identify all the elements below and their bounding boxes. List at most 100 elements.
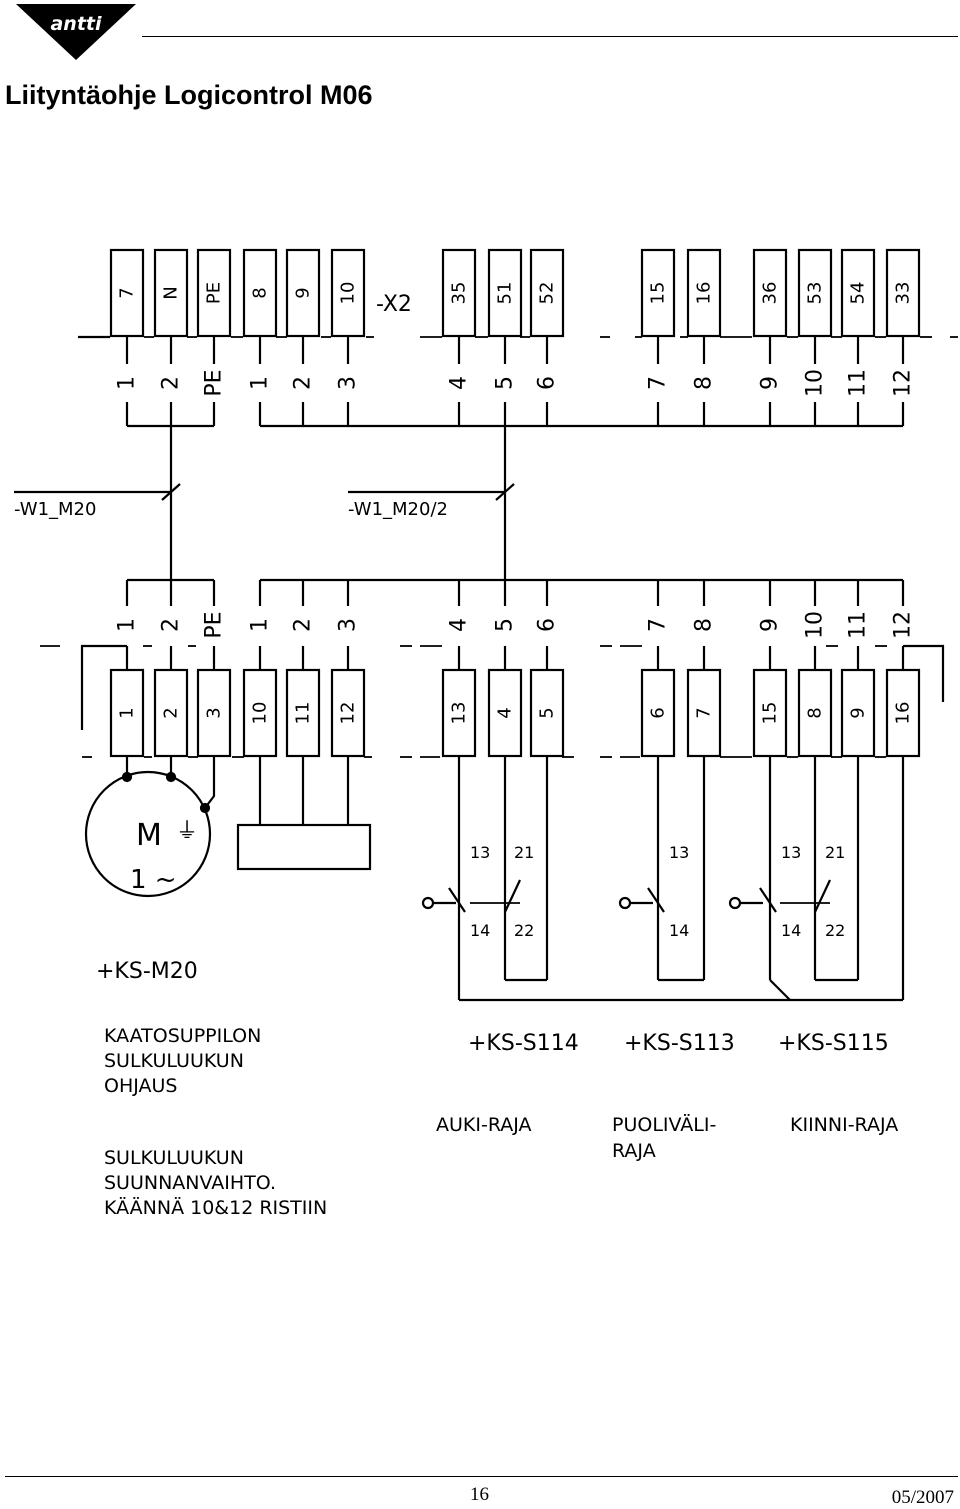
top-pin-label: 3 — [336, 376, 361, 390]
bottom-terminal-label: 8 — [805, 707, 826, 718]
top-terminal-label: 8 — [250, 287, 271, 298]
bottom-terminal-label: 10 — [250, 702, 271, 725]
top-terminal-label: 16 — [694, 282, 715, 305]
s114-contact-14: 14 — [470, 921, 490, 940]
motor-tag: +KS-M20 — [96, 959, 198, 984]
cable-label-w1-m20: -W1_M20 — [14, 499, 96, 520]
bottom-terminal-label: 2 — [161, 707, 182, 718]
bracket-left — [80, 644, 127, 730]
bottom-terminal-label: 6 — [648, 707, 669, 718]
bottom-pin-label: 3 — [336, 618, 361, 632]
bottom-pin-label: 10 — [803, 611, 828, 639]
top-terminal-label: 7 — [117, 287, 138, 298]
bottom-pin-label: 1 — [115, 618, 140, 632]
control-box — [236, 823, 372, 871]
top-pin-label: PE — [202, 369, 227, 396]
note-line-3: OHJAUS — [104, 1075, 177, 1097]
bracket-right — [903, 644, 945, 702]
bottom-terminal-label: 16 — [893, 702, 914, 725]
s115-contact-13: 13 — [781, 843, 801, 862]
bottom-pin-label: 4 — [447, 618, 472, 632]
top-pin-label: 1 — [248, 376, 273, 390]
motor-phase: 1 ~ — [130, 865, 177, 895]
top-terminal-label: 52 — [537, 282, 558, 305]
top-terminal-label: 10 — [338, 282, 359, 305]
motor-pe-lead — [204, 756, 216, 809]
s113-no-contact — [647, 887, 665, 913]
switch-tag-s114: +KS-S114 — [468, 1031, 579, 1056]
top-terminal-label: 15 — [648, 282, 669, 305]
top-terminal-label: 51 — [495, 282, 516, 305]
bottom-pin-label: 2 — [291, 618, 316, 632]
note-line-5: SUUNNANVAIHTO. — [104, 1172, 276, 1194]
s115-actuator — [728, 896, 742, 910]
s114-contact-21: 21 — [514, 843, 534, 862]
s113-actuator — [618, 896, 632, 910]
caption-puolivali-2: RAJA — [612, 1140, 656, 1162]
bottom-terminal-label: 1 — [117, 707, 138, 718]
top-terminal-label: 54 — [848, 282, 869, 305]
switch-tag-s113: +KS-S113 — [624, 1031, 735, 1056]
s114-no-contact — [448, 887, 466, 913]
x2-label: -X2 — [376, 292, 412, 317]
note-line-1: KAATOSUPPILON — [104, 1025, 261, 1047]
bottom-terminal-label: 12 — [338, 702, 359, 725]
bottom-terminal-label: 7 — [694, 707, 715, 718]
top-terminal-label: 33 — [893, 282, 914, 305]
note-line-2: SULKULUUKUN — [104, 1050, 244, 1072]
top-terminal-label: 36 — [760, 282, 781, 305]
top-terminal-label: PE — [204, 282, 225, 304]
ground-icon: ⏚ — [176, 819, 198, 844]
bottom-pin-label: 2 — [159, 618, 184, 632]
motor-letter: M — [136, 818, 162, 853]
footer-rule — [5, 1476, 958, 1477]
s114-nc-contact — [504, 879, 521, 913]
top-pin-label: 2 — [159, 376, 184, 390]
top-pin-label: 6 — [535, 376, 560, 390]
s113-contact-14: 14 — [669, 921, 689, 940]
bottom-pin-label: 7 — [646, 618, 671, 632]
top-terminal-label: N — [161, 286, 182, 299]
bottom-pin-label: 11 — [846, 611, 871, 639]
bottom-pin-label: 1 — [248, 618, 273, 632]
s115-diag — [769, 979, 791, 1001]
bottom-terminal-label: 11 — [293, 702, 314, 725]
cable-tick — [495, 483, 515, 501]
note-line-4: SULKULUUKUN — [104, 1147, 244, 1169]
top-pin-label: 8 — [692, 376, 717, 390]
s115-nc-contact — [814, 879, 831, 913]
motor-circle — [84, 770, 212, 898]
footer-date: 05/2007 — [891, 1487, 954, 1508]
top-terminal-label: 9 — [293, 287, 314, 298]
bottom-terminal-label: 4 — [495, 707, 516, 718]
page-title: Liityntäohje Logicontrol M06 — [5, 80, 373, 110]
bottom-terminal-label: 13 — [449, 702, 470, 725]
top-pin-label: 1 — [115, 376, 140, 390]
caption-puolivali-1: PUOLIVÄLI- — [612, 1113, 716, 1136]
s114-contact-22: 22 — [514, 921, 534, 940]
bottom-pin-label: PE — [202, 611, 227, 638]
top-pin-label: 11 — [846, 369, 871, 397]
bottom-pin-label: 9 — [758, 618, 783, 632]
bottom-pin-label: 12 — [891, 611, 916, 639]
cable-tick — [161, 483, 181, 501]
top-pin-label: 12 — [891, 369, 916, 397]
s115-contact-21: 21 — [825, 843, 845, 862]
s115-contact-22: 22 — [825, 921, 845, 940]
cable-label-w1-m20-2: -W1_M20/2 — [348, 499, 448, 520]
s115-contact-14: 14 — [781, 921, 801, 940]
top-pin-label: 5 — [493, 376, 518, 390]
header-rule — [142, 36, 958, 37]
bottom-terminal-label: 5 — [537, 707, 558, 718]
s115-no-contact — [759, 887, 777, 913]
s113-contact-13: 13 — [669, 843, 689, 862]
top-terminal-label: 35 — [449, 282, 470, 305]
top-pin-label: 10 — [803, 369, 828, 397]
bottom-pin-label: 5 — [493, 618, 518, 632]
caption-auki-raja: AUKI-RAJA — [436, 1114, 532, 1136]
page-number: 16 — [470, 1484, 489, 1505]
antti-logo: antti — [16, 4, 136, 60]
switch-tag-s115: +KS-S115 — [778, 1031, 889, 1056]
bottom-terminal-label: 9 — [848, 707, 869, 718]
top-terminal-label: 53 — [805, 282, 826, 305]
